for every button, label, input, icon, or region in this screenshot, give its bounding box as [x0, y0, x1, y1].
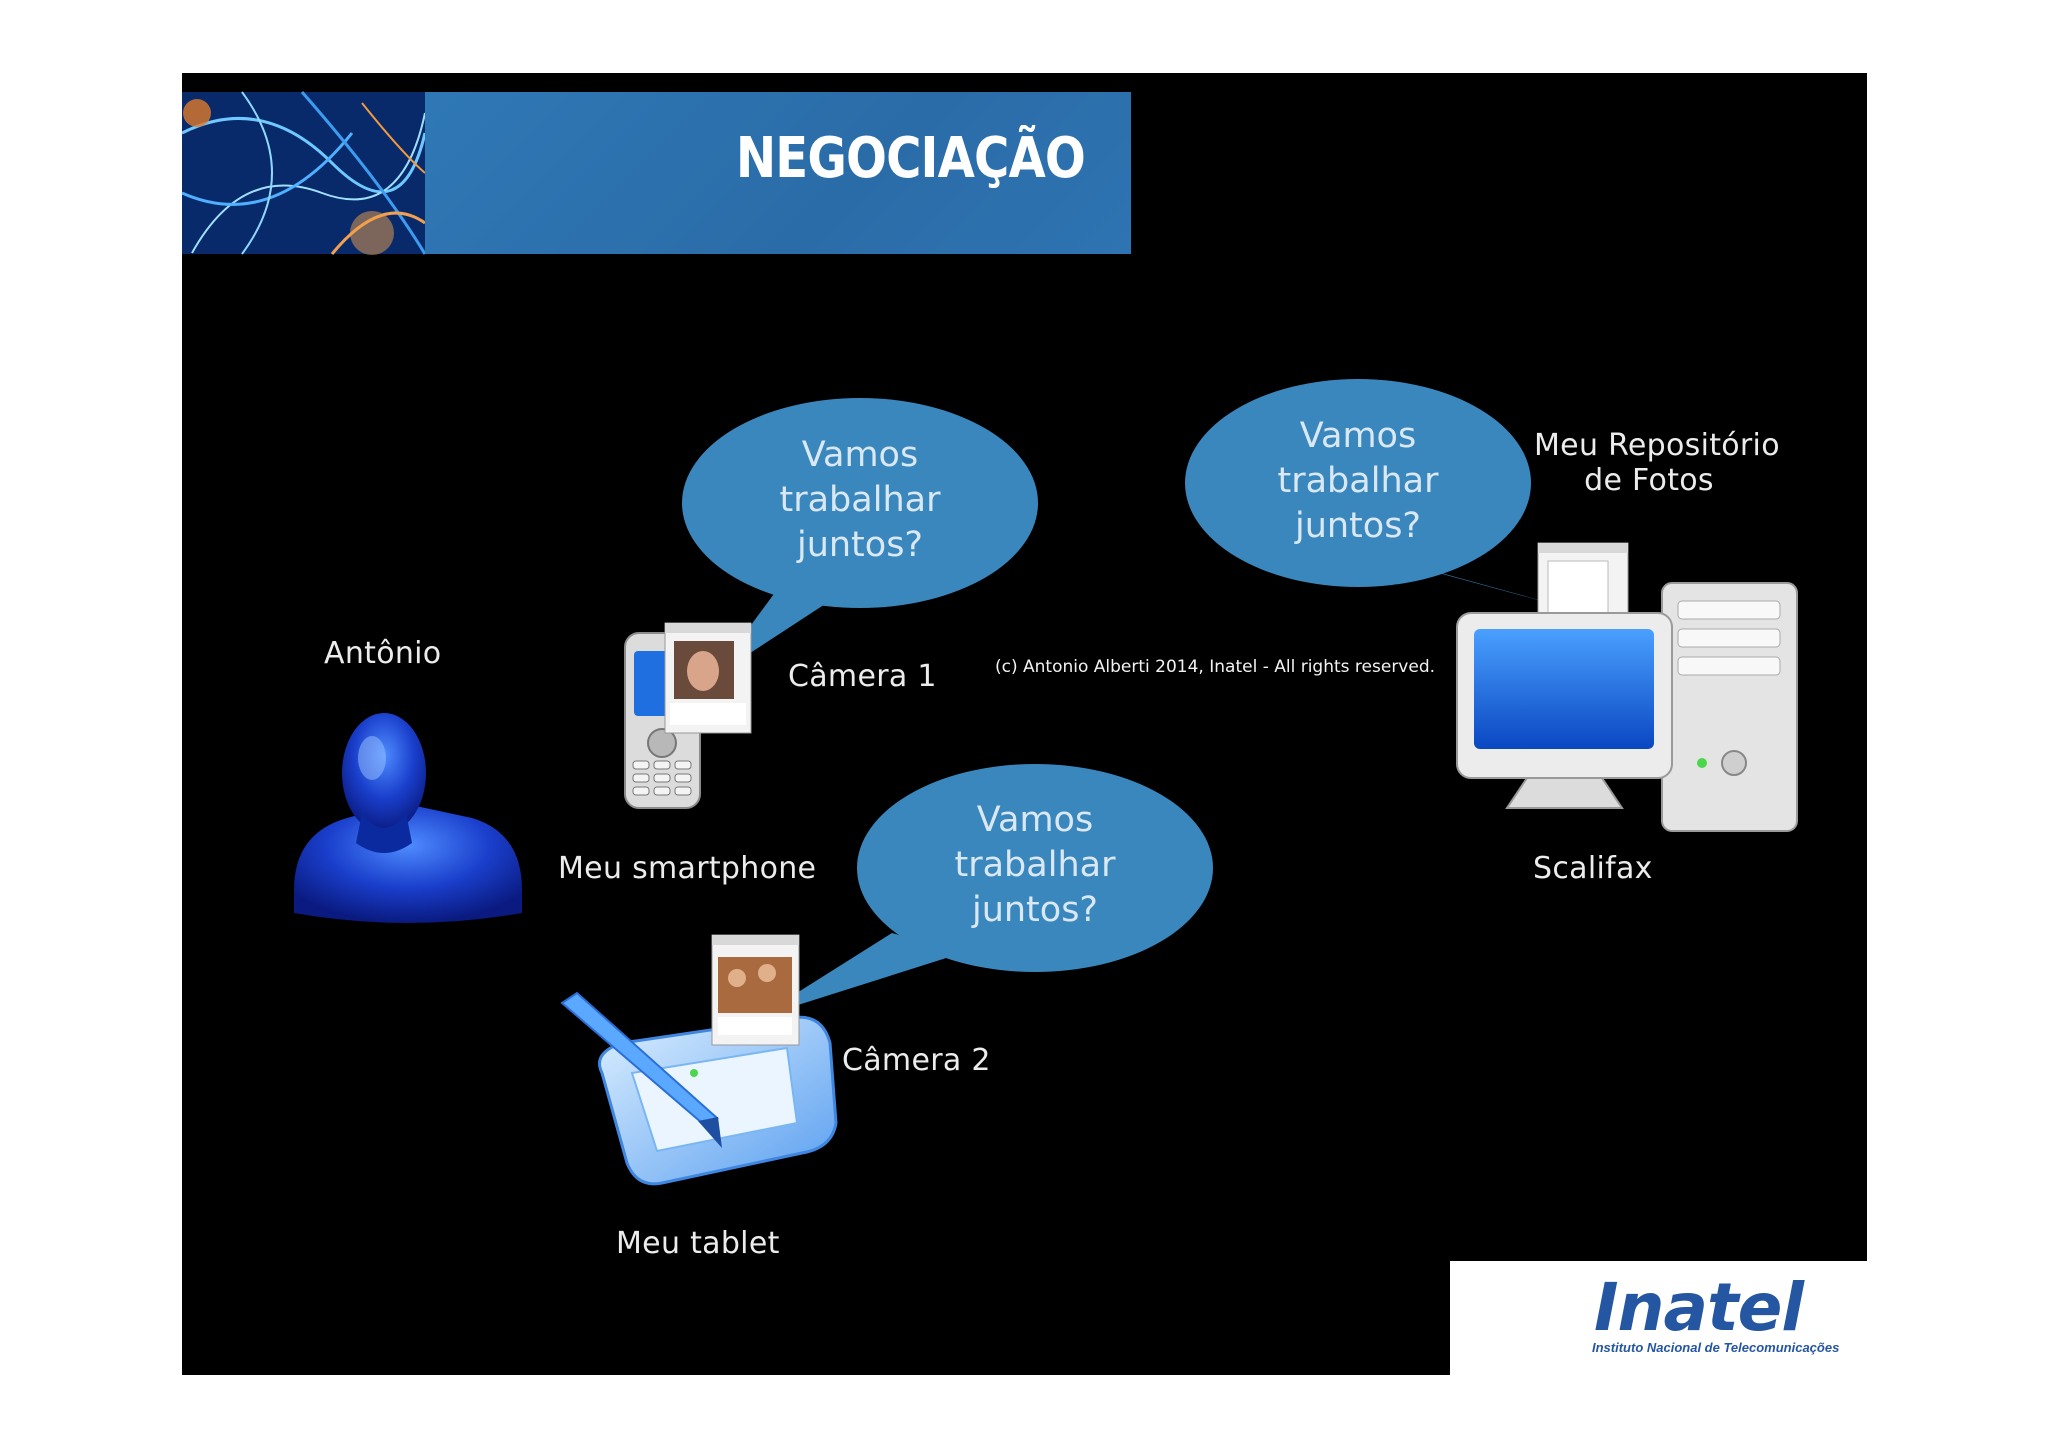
diagram-art [182, 91, 1798, 1186]
speech-bubble-line: juntos? [971, 890, 1099, 930]
tablet-icon [560, 991, 838, 1186]
inatel-logo: Inatel Instituto Nacional de Telecomunic… [1450, 1261, 1867, 1375]
speech-bubble-line: trabalhar [779, 480, 941, 520]
speech-bubble-2-text: Vamos trabalhar juntos? [1258, 414, 1458, 549]
speech-bubble-line: Vamos [801, 435, 919, 475]
repository-label-line1: Meu Repositório [1534, 428, 1780, 463]
tablet-label: Meu tablet [616, 1226, 780, 1261]
server-label: Scalifax [1533, 851, 1653, 886]
computer-icon [1456, 582, 1798, 832]
smartphone-label: Meu smartphone [558, 851, 817, 886]
person-icon [294, 713, 522, 923]
repository-label: Meu Repositório de Fotos [1534, 428, 1780, 498]
title-bar: NEGOCIAÇÃO [425, 92, 1131, 254]
speech-bubble-1-text: Vamos trabalhar juntos? [760, 433, 960, 568]
repository-label-line2: de Fotos [1584, 463, 1714, 498]
photo-window-camera2 [711, 934, 800, 1046]
logo-wordmark: Inatel [1594, 1269, 1804, 1346]
speech-bubble-line: trabalhar [954, 845, 1116, 885]
speech-bubble-3-text: Vamos trabalhar juntos? [935, 798, 1135, 933]
speech-bubble-line: trabalhar [1277, 461, 1439, 501]
slide-title: NEGOCIAÇÃO [735, 126, 1086, 191]
photo-window-camera1 [664, 622, 752, 734]
camera1-label: Câmera 1 [788, 659, 937, 694]
person-label: Antônio [324, 636, 442, 671]
speech-bubble-line: juntos? [1294, 506, 1422, 546]
speech-bubble-line: juntos? [796, 525, 924, 565]
slide: NEGOCIAÇÃO Vamos trabalhar juntos? Vamos… [182, 73, 1867, 1375]
camera2-label: Câmera 2 [842, 1043, 991, 1078]
speech-bubble-line: Vamos [1299, 416, 1417, 456]
logo-subtitle: Instituto Nacional de Telecomunicações [1592, 1340, 1840, 1355]
copyright-notice: (c) Antonio Alberti 2014, Inatel - All r… [995, 657, 1436, 677]
speech-bubble-3 [757, 764, 1213, 1018]
speech-bubble-line: Vamos [976, 800, 1094, 840]
header-decoration-image [182, 91, 427, 255]
